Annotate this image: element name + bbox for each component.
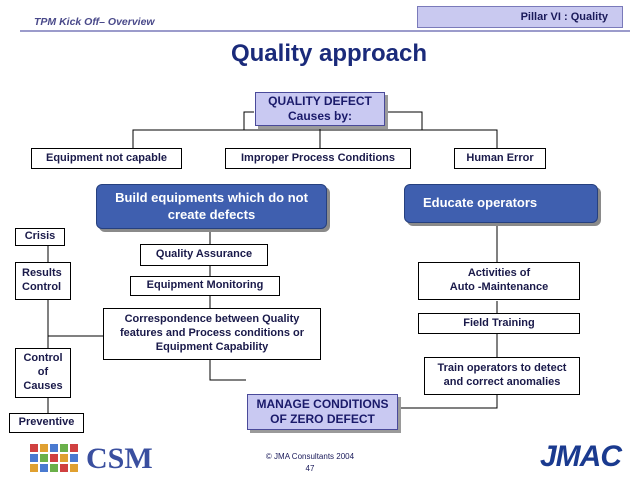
quality-defect-line1: QUALITY DEFECT [268, 94, 372, 108]
control-of-causes-box: Control of Causes [15, 348, 71, 398]
equipment-not-capable-box: Equipment not capable [31, 148, 182, 169]
activities-line2: Auto -Maintenance [449, 281, 549, 293]
page-number: 47 [305, 464, 315, 473]
field-training-box: Field Training [418, 313, 580, 334]
control-of-causes-line3: Causes [23, 379, 63, 392]
crisis-box: Crisis [15, 228, 65, 246]
preventive-box: Preventive [9, 413, 84, 433]
equipment-monitoring-box: Equipment Monitoring [130, 276, 280, 296]
csm-logo-text: CSM [86, 442, 153, 475]
field-training-label: Field Training [463, 316, 535, 329]
activities-line1: Activities of [467, 267, 531, 280]
train-operators-line1: Train operators to detect [437, 362, 567, 375]
control-of-causes-line2: of [37, 366, 49, 379]
footer-copyright: © JMA Consultants 2004 47 [250, 451, 370, 475]
crisis-label: Crisis [24, 230, 56, 243]
activities-box: Activities of Auto -Maintenance [418, 262, 580, 300]
results-control-line1: Results [22, 267, 62, 280]
improper-process-box: Improper Process Conditions [225, 148, 411, 169]
correspondence-line2: features and Process conditions or [120, 327, 304, 340]
connector-correspondence-manage [209, 359, 246, 381]
build-equipments-box: Build equipments which do not create def… [96, 184, 327, 229]
header-title: TPM Kick Off– Overview [34, 16, 155, 28]
connector-train-manage [400, 395, 498, 409]
human-error-box: Human Error [454, 148, 546, 169]
equipment-monitoring-label: Equipment Monitoring [146, 279, 264, 292]
page-title: Quality approach [230, 40, 428, 67]
results-control-box: Results Control [15, 262, 71, 300]
correspondence-box: Correspondence between Quality features … [103, 308, 321, 360]
equipment-not-capable-label: Equipment not capable [45, 151, 167, 164]
correspondence-line1: Correspondence between Quality [124, 313, 300, 326]
human-error-label: Human Error [466, 151, 534, 164]
quality-defect-box: QUALITY DEFECT Causes by: [255, 92, 385, 126]
csm-logo-icon [30, 444, 78, 472]
improper-process-label: Improper Process Conditions [240, 151, 396, 164]
quality-assurance-label: Quality Assurance [155, 248, 253, 261]
train-operators-box: Train operators to detect and correct an… [424, 357, 580, 395]
build-equipments-line2: create defects [167, 206, 256, 222]
quality-assurance-box: Quality Assurance [140, 244, 268, 266]
educate-operators-label: Educate operators [423, 195, 538, 211]
manage-conditions-line1: MANAGE CONDITIONS [256, 397, 389, 411]
results-control-line2: Control [22, 281, 62, 293]
correspondence-line3: Equipment Capability [155, 340, 269, 353]
educate-operators-box: Educate operators [404, 184, 598, 223]
manage-conditions-line2: OF ZERO DEFECT [270, 412, 375, 426]
build-equipments-line1: Build equipments which do not [115, 190, 308, 206]
preventive-label: Preventive [18, 416, 75, 429]
connector-left-branch [132, 111, 254, 148]
train-operators-line2: and correct anomalies [443, 376, 561, 388]
copyright-text: © JMA Consultants 2004 [265, 452, 355, 461]
manage-conditions-box: MANAGE CONDITIONS OF ZERO DEFECT [247, 394, 398, 430]
jmac-logo-text: JMAC [540, 440, 622, 473]
control-of-causes-line1: Control [23, 352, 63, 365]
pillar-label: Pillar VI : Quality [417, 6, 623, 28]
quality-defect-line2: Causes by: [287, 109, 353, 123]
